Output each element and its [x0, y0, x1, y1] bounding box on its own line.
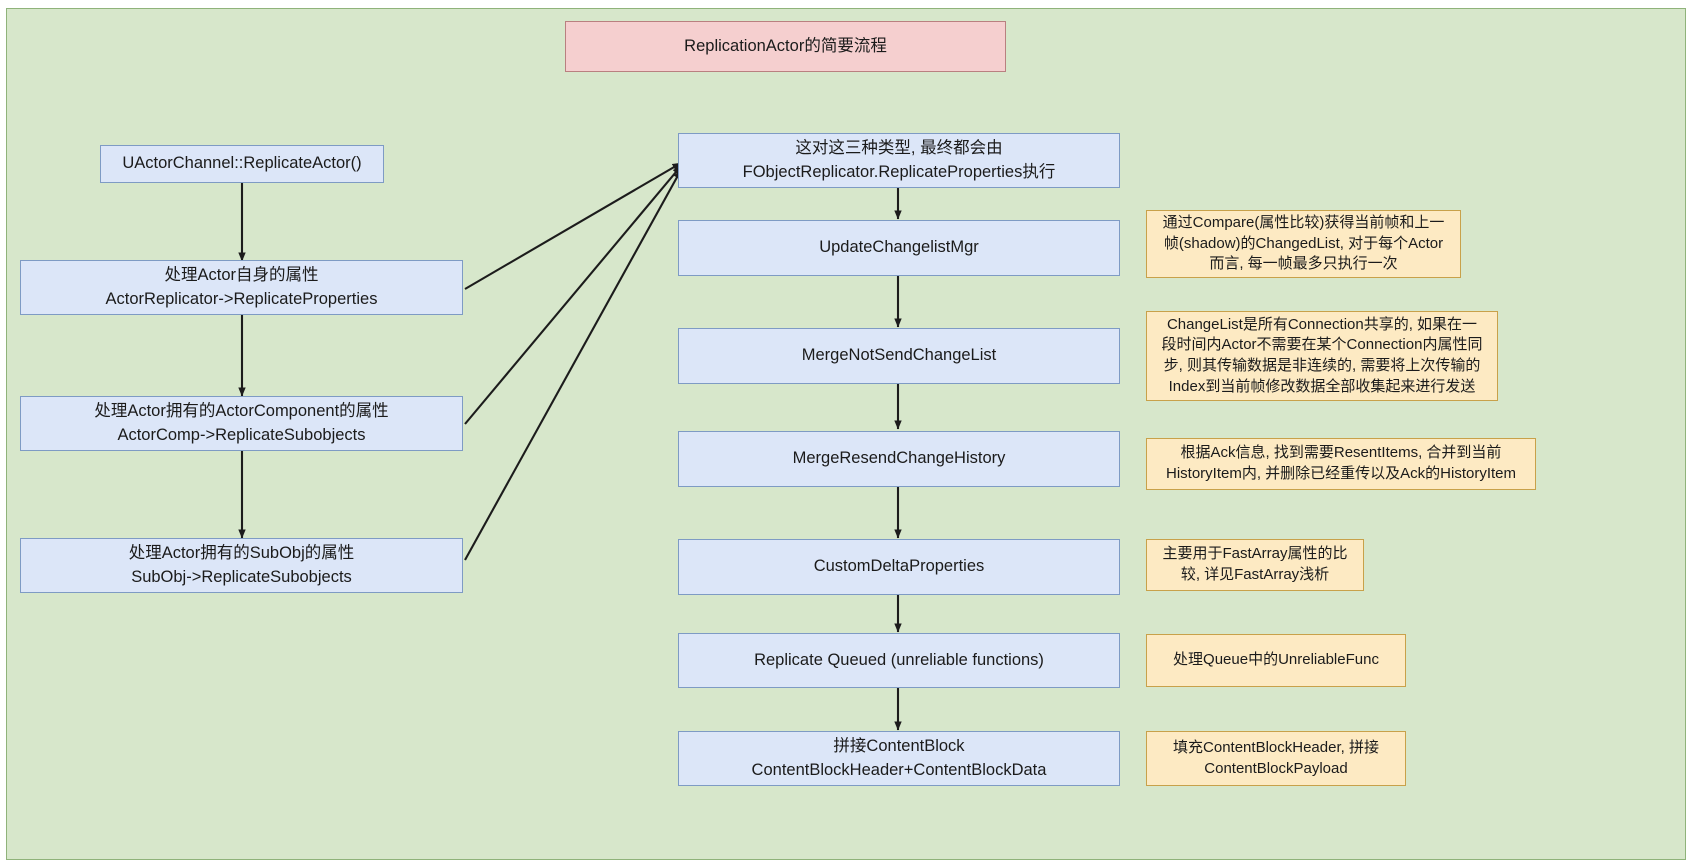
- note-merge-not-send-changelist: ChangeList是所有Connection共享的, 如果在一 段时间内Act…: [1146, 311, 1498, 401]
- note-content-block: 填充ContentBlockHeader, 拼接 ContentBlockPay…: [1146, 731, 1406, 786]
- note-update-changelist-mgr: 通过Compare(属性比较)获得当前帧和上一 帧(shadow)的Change…: [1146, 210, 1461, 278]
- node-actor-component-properties[interactable]: 处理Actor拥有的ActorComponent的属性 ActorComp->R…: [20, 396, 463, 451]
- note-replicate-queued: 处理Queue中的UnreliableFunc: [1146, 634, 1406, 687]
- note-merge-resend-change-history: 根据Ack信息, 找到需要ResentItems, 合并到当前 HistoryI…: [1146, 438, 1536, 490]
- node-actor-own-properties[interactable]: 处理Actor自身的属性 ActorReplicator->ReplicateP…: [20, 260, 463, 315]
- node-replicate-actor[interactable]: UActorChannel::ReplicateActor(): [100, 145, 384, 183]
- node-update-changelist-mgr[interactable]: UpdateChangelistMgr: [678, 220, 1120, 276]
- node-content-block[interactable]: 拼接ContentBlock ContentBlockHeader+Conten…: [678, 731, 1120, 786]
- node-custom-delta-properties[interactable]: CustomDeltaProperties: [678, 539, 1120, 595]
- node-merge-not-send-changelist[interactable]: MergeNotSendChangeList: [678, 328, 1120, 384]
- note-custom-delta-properties: 主要用于FastArray属性的比 较, 详见FastArray浅析: [1146, 539, 1364, 591]
- node-merge-resend-change-history[interactable]: MergeResendChangeHistory: [678, 431, 1120, 487]
- node-replicate-queued[interactable]: Replicate Queued (unreliable functions): [678, 633, 1120, 688]
- node-actor-subobj-properties[interactable]: 处理Actor拥有的SubObj的属性 SubObj->ReplicateSub…: [20, 538, 463, 593]
- diagram-title: ReplicationActor的简要流程: [565, 21, 1006, 72]
- node-object-replicator-entry[interactable]: 这对这三种类型, 最终都会由 FObjectReplicator.Replica…: [678, 133, 1120, 188]
